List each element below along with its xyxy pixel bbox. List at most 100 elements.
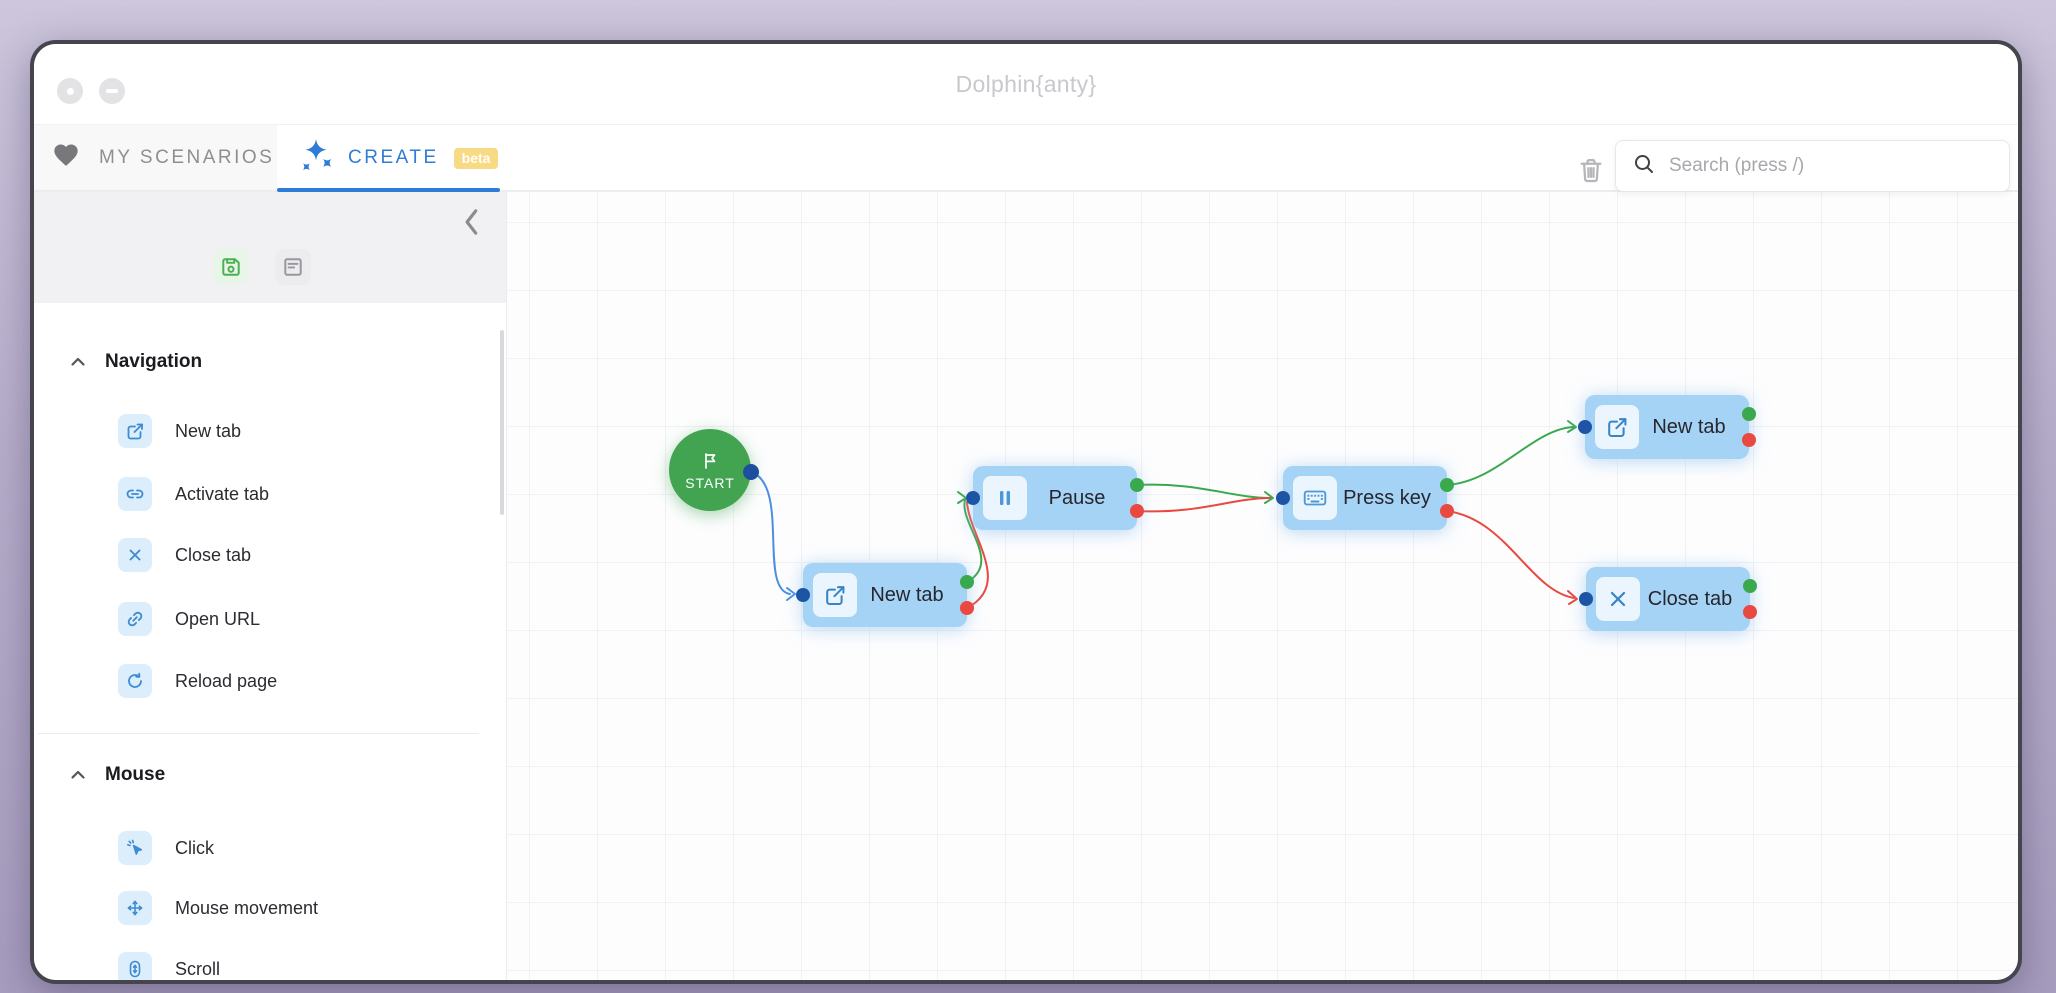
reload-page-icon <box>118 664 152 698</box>
node-label: New tab <box>1652 415 1726 438</box>
flow-canvas[interactable]: START New tab <box>507 192 2018 980</box>
section-divider <box>38 733 479 734</box>
new-tab-icon <box>1595 405 1639 449</box>
success-port[interactable] <box>960 575 974 589</box>
edge-presskey-fail-to-closetab[interactable] <box>1446 510 1575 599</box>
trash-icon[interactable] <box>1576 155 1606 185</box>
output-port[interactable] <box>743 464 759 480</box>
sidebar-item-open-url[interactable]: Open URL <box>34 602 506 636</box>
sidebar-item-close-tab[interactable]: Close tab <box>34 538 506 572</box>
success-port[interactable] <box>1742 407 1756 421</box>
click-icon <box>118 831 152 865</box>
edge-start-to-newtab1[interactable] <box>750 471 791 595</box>
main-content: Navigation New tab Activate tab <box>34 192 2018 980</box>
item-label: New tab <box>175 420 242 441</box>
node-label: START <box>685 475 735 491</box>
edge-pause-success-to-presskey[interactable] <box>1136 483 1272 499</box>
search-input[interactable] <box>1669 155 1993 177</box>
chevron-left-icon[interactable] <box>458 206 486 238</box>
item-label: Scroll <box>175 958 221 979</box>
new-tab-icon <box>118 414 152 448</box>
edge-pause-fail-to-presskey[interactable] <box>1136 497 1272 513</box>
item-label: Reload page <box>175 670 278 691</box>
edge-newtab1-success-to-pause[interactable] <box>963 499 983 583</box>
input-port[interactable] <box>796 588 810 602</box>
success-port[interactable] <box>1440 478 1454 492</box>
chevron-up-icon <box>71 770 85 779</box>
edge-arrow <box>1567 590 1578 605</box>
edge-arrow <box>1567 420 1577 433</box>
tab-bar: MY SCENARIOS CREATE beta <box>34 125 2018 192</box>
sidebar-item-reload-page[interactable]: Reload page <box>34 664 506 698</box>
close-tab-icon <box>118 538 152 572</box>
node-press-key[interactable]: Press key <box>1276 466 1454 530</box>
mouse-movement-icon <box>118 891 152 925</box>
window-title: Dolphin{anty} <box>955 71 1097 97</box>
node-new-tab-2[interactable]: New tab <box>1578 395 1756 459</box>
sparkles-icon <box>299 138 333 177</box>
item-label: Close tab <box>175 544 252 565</box>
fail-port[interactable] <box>1742 433 1756 447</box>
heart-icon <box>52 141 80 174</box>
app-window: Dolphin{anty} MY SCENARIOS CREATE beta <box>30 40 2022 984</box>
active-tab-indicator <box>277 188 500 192</box>
node-label: Press key <box>1343 486 1431 509</box>
edge-arrow <box>786 587 796 601</box>
keyboard-icon <box>1293 476 1337 520</box>
node-close-tab[interactable]: Close tab <box>1579 567 1757 631</box>
sidebar-item-mouse-movement[interactable]: Mouse movement <box>34 891 506 925</box>
node-new-tab-1[interactable]: New tab <box>796 563 974 627</box>
fail-port[interactable] <box>960 601 974 615</box>
tab-create[interactable]: CREATE beta <box>277 125 500 190</box>
flag-icon <box>705 453 716 469</box>
fail-port[interactable] <box>1440 504 1454 518</box>
input-port[interactable] <box>966 491 980 505</box>
record-dot-icon <box>66 87 74 95</box>
node-start[interactable]: START <box>669 429 759 511</box>
edge-newtab1-fail-to-pause[interactable] <box>966 501 989 609</box>
item-label: Click <box>175 837 214 858</box>
success-port[interactable] <box>1743 579 1757 593</box>
sidebar-item-scroll[interactable]: Scroll <box>34 952 506 980</box>
input-port[interactable] <box>1276 491 1290 505</box>
sidebar-item-click[interactable]: Click <box>34 831 506 865</box>
fail-port[interactable] <box>1743 605 1757 619</box>
item-label: Open URL <box>175 608 261 629</box>
edge-presskey-success-to-newtab2[interactable] <box>1446 426 1574 486</box>
tab-my-scenarios[interactable]: MY SCENARIOS <box>34 125 277 190</box>
node-label: Pause <box>1048 486 1106 509</box>
node-label: Close tab <box>1647 587 1733 610</box>
fail-port[interactable] <box>1130 504 1144 518</box>
section-label: Navigation <box>105 351 203 372</box>
sidebar-header-panel <box>34 192 506 303</box>
sidebar-item-activate-tab[interactable]: Activate tab <box>34 477 506 511</box>
section-navigation[interactable]: Navigation <box>34 345 506 379</box>
save-icon <box>222 258 240 276</box>
pause-icon <box>983 476 1027 520</box>
search-box <box>1615 140 2010 192</box>
success-port[interactable] <box>1130 478 1144 492</box>
log-button[interactable] <box>275 249 311 285</box>
title-bar: Dolphin{anty} <box>34 44 2018 125</box>
input-port[interactable] <box>1579 592 1593 606</box>
window-close-button[interactable] <box>57 78 83 104</box>
node-label: New tab <box>870 583 944 606</box>
log-icon <box>284 258 302 276</box>
new-tab-icon <box>813 573 857 617</box>
section-mouse[interactable]: Mouse <box>34 758 506 792</box>
scroll-icon <box>118 952 152 980</box>
tab-label: MY SCENARIOS <box>99 146 275 168</box>
edge-arrow <box>1264 491 1274 504</box>
window-minimize-button[interactable] <box>99 78 125 104</box>
beta-badge: beta <box>453 148 499 169</box>
input-port[interactable] <box>1578 420 1592 434</box>
item-label: Activate tab <box>175 483 270 504</box>
search-icon <box>1632 152 1656 181</box>
node-pause[interactable]: Pause <box>966 466 1144 530</box>
minimize-icon <box>106 89 118 93</box>
tab-label: CREATE <box>348 146 439 168</box>
sidebar-item-new-tab[interactable]: New tab <box>34 414 506 448</box>
actions-sidebar: Navigation New tab Activate tab <box>34 192 507 980</box>
save-button[interactable] <box>213 249 249 285</box>
sidebar-scrollbar[interactable] <box>500 330 504 515</box>
